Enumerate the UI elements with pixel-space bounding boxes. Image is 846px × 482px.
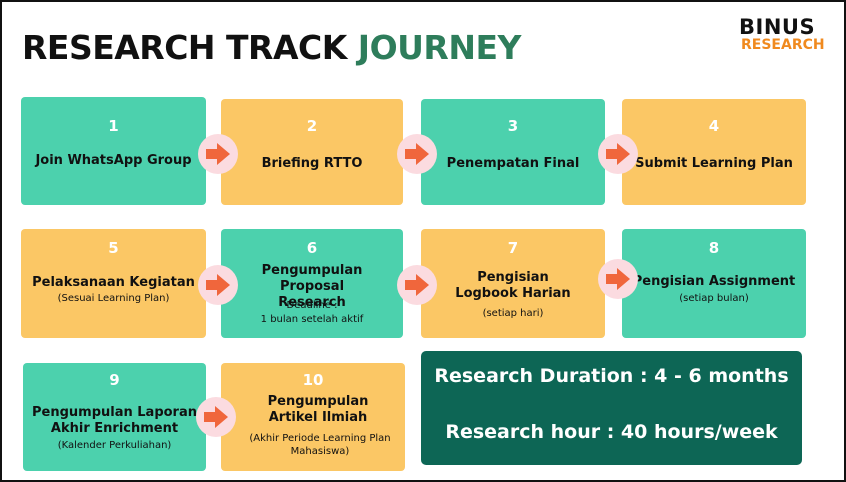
research-summary-panel: Research Duration : 4 - 6 months Researc… bbox=[421, 351, 802, 465]
step-3-card: 3 Penempatan Final bbox=[421, 99, 605, 205]
step-number: 9 bbox=[109, 371, 120, 389]
step-4-card: 4 Submit Learning Plan bbox=[622, 99, 806, 205]
step-number: 5 bbox=[108, 239, 119, 257]
logo-line-2: RESEARCH bbox=[741, 37, 825, 53]
step-title: Pengisian Logbook Harian bbox=[455, 270, 571, 301]
research-duration: Research Duration : 4 - 6 months bbox=[434, 365, 789, 387]
step-title: Join WhatsApp Group bbox=[35, 153, 192, 168]
logo-line-1: BINUS bbox=[739, 15, 816, 39]
arrow-right-icon bbox=[196, 397, 236, 437]
step-title: Penempatan Final bbox=[446, 156, 580, 171]
title-accent: JOURNEY bbox=[357, 28, 522, 67]
step-title: Pengumpulan Artikel Ilmiah bbox=[267, 394, 369, 425]
step-note: (Kalender Perkuliahan) bbox=[57, 440, 172, 451]
binus-research-logo: BINUS RESEARCH bbox=[739, 16, 829, 52]
step-number: 4 bbox=[708, 117, 720, 135]
step-note: (setiap bulan) bbox=[679, 293, 749, 304]
arrow-right-icon bbox=[198, 134, 238, 174]
step-note: (Akhir Periode Learning Plan Mahasiswa) bbox=[249, 433, 391, 457]
step-note-2: 1 bulan setelah aktif bbox=[260, 314, 364, 325]
step-9-card: 9 Pengumpulan Laporan Akhir Enrichment (… bbox=[23, 363, 206, 471]
page-title: RESEARCH TRACK JOURNEY bbox=[22, 28, 521, 67]
arrow-right-icon bbox=[397, 265, 437, 305]
arrow-right-icon bbox=[598, 134, 638, 174]
step-8-card: 8 Pengisian Assignment (setiap bulan) bbox=[622, 229, 806, 338]
step-2-card: 2 Briefing RTTO bbox=[221, 99, 403, 205]
step-number: 1 bbox=[108, 117, 119, 135]
step-number: 2 bbox=[306, 117, 318, 135]
step-10-card: 10 Pengumpulan Artikel Ilmiah (Akhir Per… bbox=[221, 363, 405, 471]
step-note: Deadline : bbox=[286, 300, 338, 311]
arrow-right-icon bbox=[397, 134, 437, 174]
step-title: Submit Learning Plan bbox=[635, 156, 793, 171]
step-title: Briefing RTTO bbox=[261, 156, 363, 171]
step-number: 3 bbox=[507, 117, 519, 135]
arrow-right-icon bbox=[198, 265, 238, 305]
step-note: (setiap hari) bbox=[482, 308, 544, 319]
title-main: RESEARCH TRACK bbox=[22, 28, 347, 67]
step-7-card: 7 Pengisian Logbook Harian (setiap hari) bbox=[421, 229, 605, 338]
step-title: Pengisian Assignment bbox=[632, 274, 796, 289]
research-hours: Research hour : 40 hours/week bbox=[445, 421, 778, 443]
step-5-card: 5 Pelaksanaan Kegiatan (Sesuai Learning … bbox=[21, 229, 206, 338]
step-note: (Sesuai Learning Plan) bbox=[57, 293, 170, 304]
step-title: Pengumpulan Laporan Akhir Enrichment bbox=[31, 405, 197, 436]
step-6-card: 6 Pengumpulan Proposal Research Deadline… bbox=[221, 229, 403, 338]
step-number: 10 bbox=[302, 371, 324, 389]
arrow-right-icon bbox=[598, 259, 638, 299]
step-number: 6 bbox=[306, 239, 318, 257]
step-title: Pengumpulan Proposal Research bbox=[261, 263, 363, 310]
step-1-card: 1 Join WhatsApp Group bbox=[21, 97, 206, 205]
step-title: Pelaksanaan Kegiatan bbox=[32, 275, 195, 290]
step-number: 7 bbox=[507, 239, 519, 257]
step-number: 8 bbox=[708, 239, 720, 257]
